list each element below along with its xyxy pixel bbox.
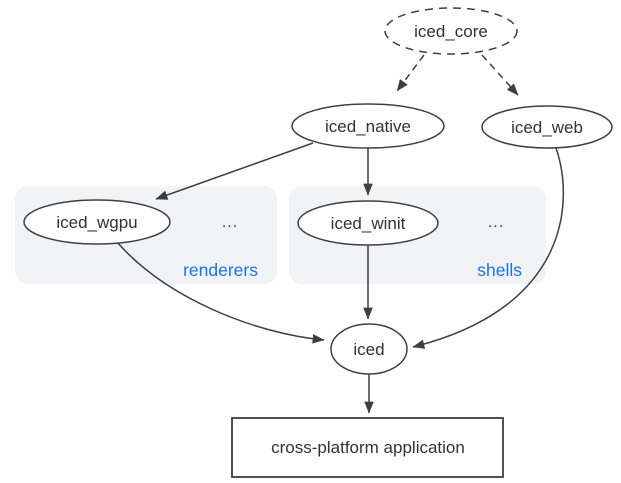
iced-wgpu-ellipse	[23, 199, 171, 245]
shells-group-label: shells	[477, 260, 522, 280]
node-iced-wgpu: iced_wgpu	[23, 199, 171, 245]
iced-native-ellipse	[291, 103, 445, 149]
iced-label: iced	[353, 340, 384, 359]
application-rect	[231, 417, 504, 478]
edge-iced_native-iced_wgpu	[155, 142, 314, 200]
node-iced: iced	[330, 323, 408, 375]
node-application: cross-platform application	[231, 417, 504, 478]
node-iced-winit: iced_winit	[297, 200, 439, 246]
iced-core-ellipse	[384, 7, 518, 55]
iced-wgpu-label: iced_wgpu	[56, 213, 137, 232]
iced-native-label: iced_native	[325, 117, 411, 136]
edges	[116, 54, 565, 414]
application-label: cross-platform application	[271, 438, 465, 457]
iced-winit-ellipse	[297, 200, 439, 246]
iced-core-label: iced_core	[414, 22, 488, 41]
iced-web-ellipse	[481, 105, 613, 149]
iced-ellipse	[330, 323, 408, 375]
edge-iced_core-iced_web	[481, 54, 519, 96]
renderers-ellipsis: ...	[222, 214, 238, 231]
iced-winit-label: iced_winit	[331, 214, 406, 233]
edge-iced_core-iced_native	[396, 54, 425, 92]
node-iced-native: iced_native	[291, 103, 445, 149]
iced-web-label: iced_web	[511, 118, 583, 137]
shells-ellipsis: ...	[488, 214, 504, 231]
edge-iced_web-iced	[412, 147, 565, 349]
node-iced-core: iced_core	[384, 7, 518, 55]
edge-iced_wgpu-iced	[116, 241, 325, 344]
node-iced-web: iced_web	[481, 105, 613, 149]
renderers-group-label: renderers	[183, 260, 258, 280]
